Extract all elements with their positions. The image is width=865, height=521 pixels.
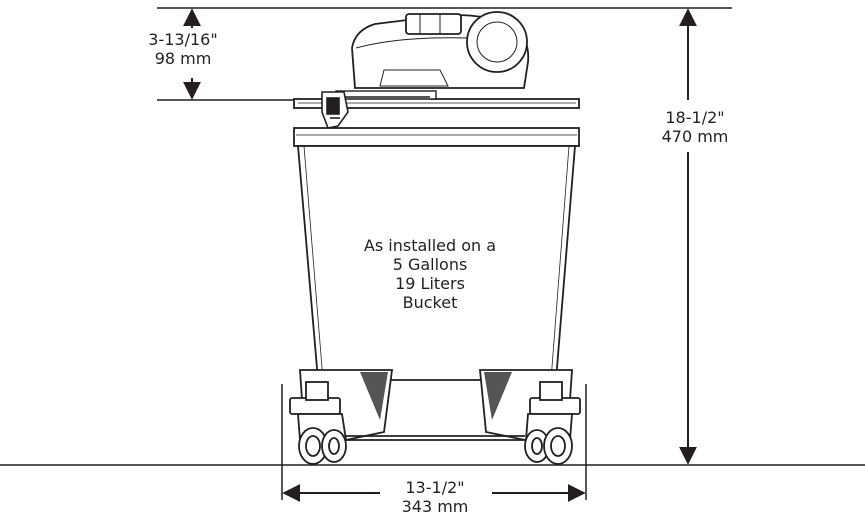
bucket-band	[293, 127, 580, 147]
lid-height-imperial: 3-13/16"	[148, 30, 218, 49]
caster-left	[289, 381, 348, 465]
total-height-imperial: 18-1/2"	[665, 108, 725, 127]
width-label: 13-1/2" 343 mm	[380, 478, 490, 516]
bucket-note: As installed on a 5 Gallons 19 Liters Bu…	[330, 236, 530, 312]
powerhead	[351, 11, 530, 89]
note-line-2: 5 Gallons	[392, 255, 468, 274]
width-metric: 343 mm	[401, 497, 469, 516]
latch	[321, 91, 349, 129]
hose-port	[466, 11, 528, 73]
lid-height-label: 3-13/16" 98 mm	[128, 30, 238, 68]
total-height-metric: 470 mm	[661, 127, 729, 146]
caster-right	[524, 381, 581, 465]
note-line-3: 19 Liters	[395, 274, 465, 293]
note-line-4: Bucket	[402, 293, 458, 312]
width-imperial: 13-1/2"	[405, 478, 465, 497]
note-line-1: As installed on a	[363, 236, 497, 255]
total-height-label: 18-1/2" 470 mm	[640, 108, 750, 146]
bucket-body	[297, 145, 576, 381]
lid-knob	[405, 13, 462, 35]
lid-height-metric: 98 mm	[154, 49, 212, 68]
